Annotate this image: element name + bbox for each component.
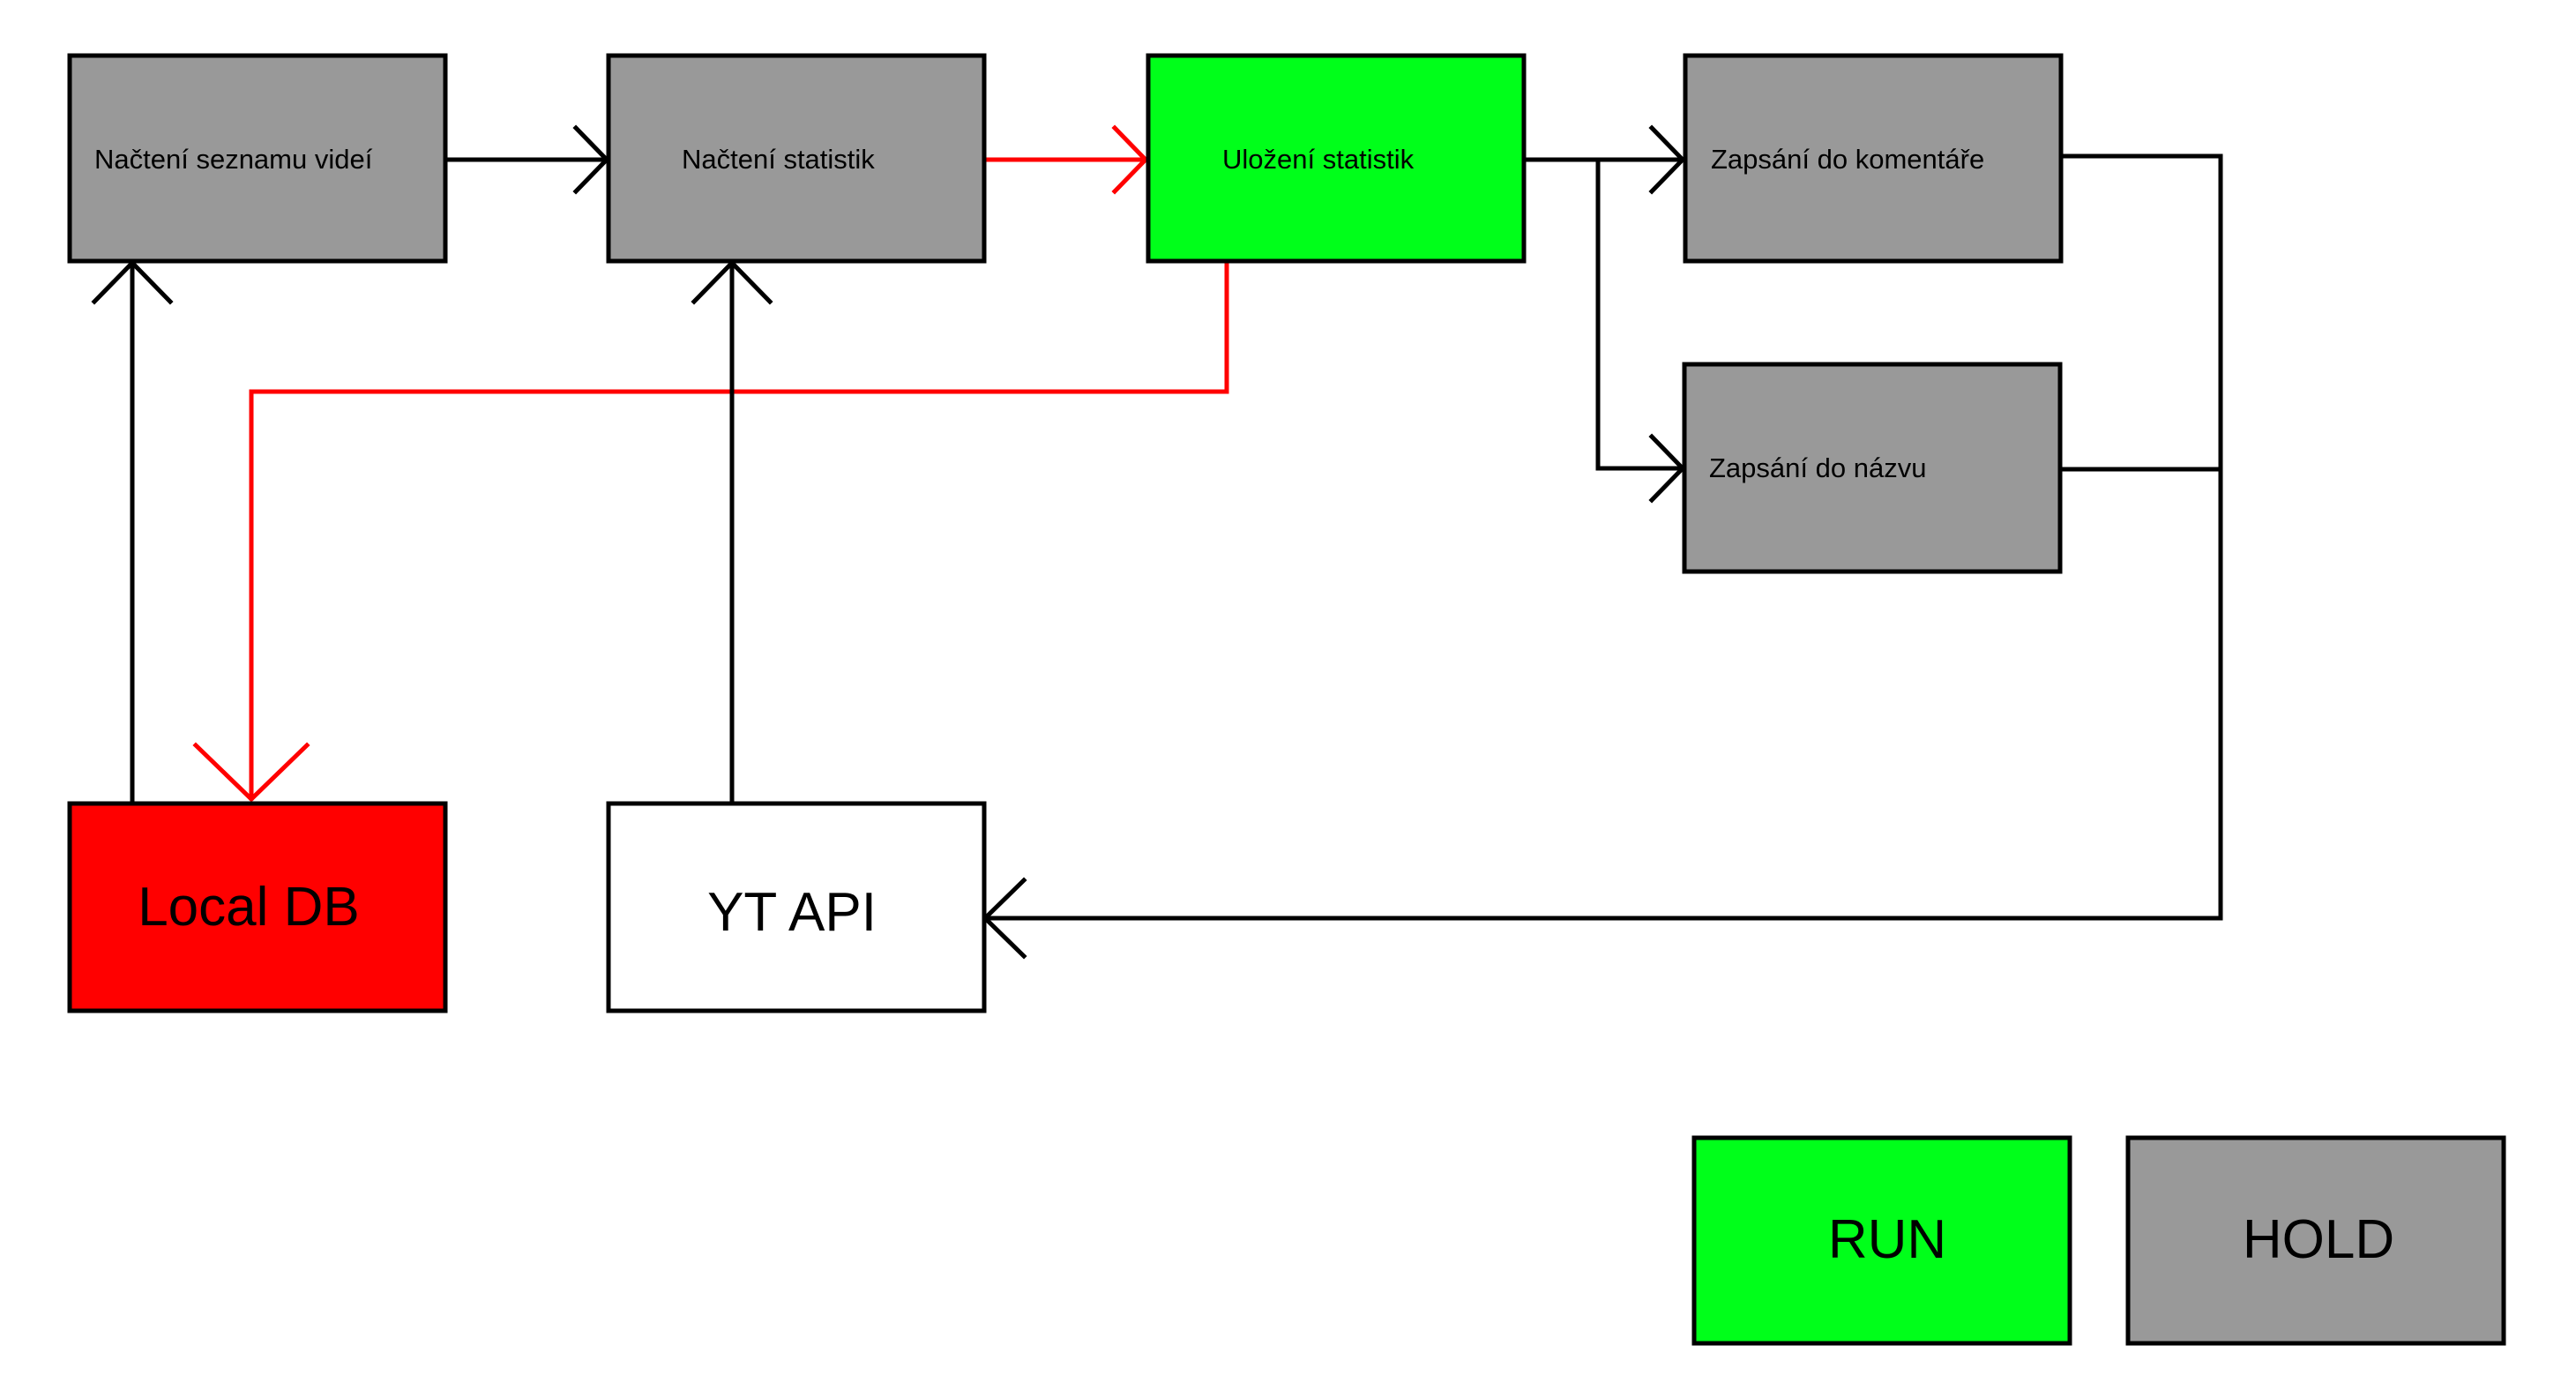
- node-label: Local DB: [138, 877, 360, 938]
- node-yt-api: YT API: [606, 801, 987, 1013]
- edge-localdb-to-seznam: [91, 259, 174, 805]
- node-ulozeni-statistik: Uložení statistik: [1146, 53, 1527, 264]
- node-local-db: Local DB: [67, 801, 448, 1013]
- legend-swatch: [1691, 1135, 2072, 1346]
- node-box: [1682, 362, 2063, 574]
- node-box: [1146, 53, 1527, 264]
- edge-ulozeni-to-nazev: [1595, 157, 1686, 504]
- node-box: [67, 801, 448, 1013]
- edge-ulozeni-to-komentar: [1519, 124, 1686, 195]
- node-nacteni-statistik: Načtení statistik: [606, 53, 987, 264]
- edge-statistik-to-ulozeni: [982, 124, 1149, 195]
- node-nacteni-seznamu-videi: Načtení seznamu videí: [67, 53, 448, 264]
- node-box: [606, 53, 987, 264]
- legend: RUN HOLD: [1691, 1135, 2506, 1346]
- legend-run: RUN: [1691, 1135, 2072, 1346]
- node-box: [1683, 53, 2064, 264]
- edge-ytapi-to-statistik: [691, 259, 773, 805]
- node-box: [606, 801, 987, 1013]
- node-label: Uložení statistik: [1222, 144, 1415, 175]
- legend-label: RUN: [1828, 1209, 1946, 1270]
- node-label: YT API: [707, 882, 877, 943]
- legend-label: HOLD: [2243, 1209, 2394, 1270]
- node-label: Načtení seznamu videí: [94, 144, 373, 175]
- edge-ulozeni-to-localdb: [192, 260, 1229, 803]
- node-label: Zapsání do názvu: [1709, 452, 1926, 483]
- legend-swatch: [2125, 1135, 2506, 1346]
- node-box: [67, 53, 448, 264]
- node-zapsani-do-nazvu: Zapsání do názvu: [1682, 362, 2063, 574]
- node-label: Načtení statistik: [682, 144, 875, 175]
- node-label: Zapsání do komentáře: [1711, 144, 1984, 175]
- legend-hold: HOLD: [2125, 1135, 2506, 1346]
- node-zapsani-do-komentare: Zapsání do komentáře: [1683, 53, 2064, 264]
- edge-seznam-to-statistik: [443, 124, 610, 195]
